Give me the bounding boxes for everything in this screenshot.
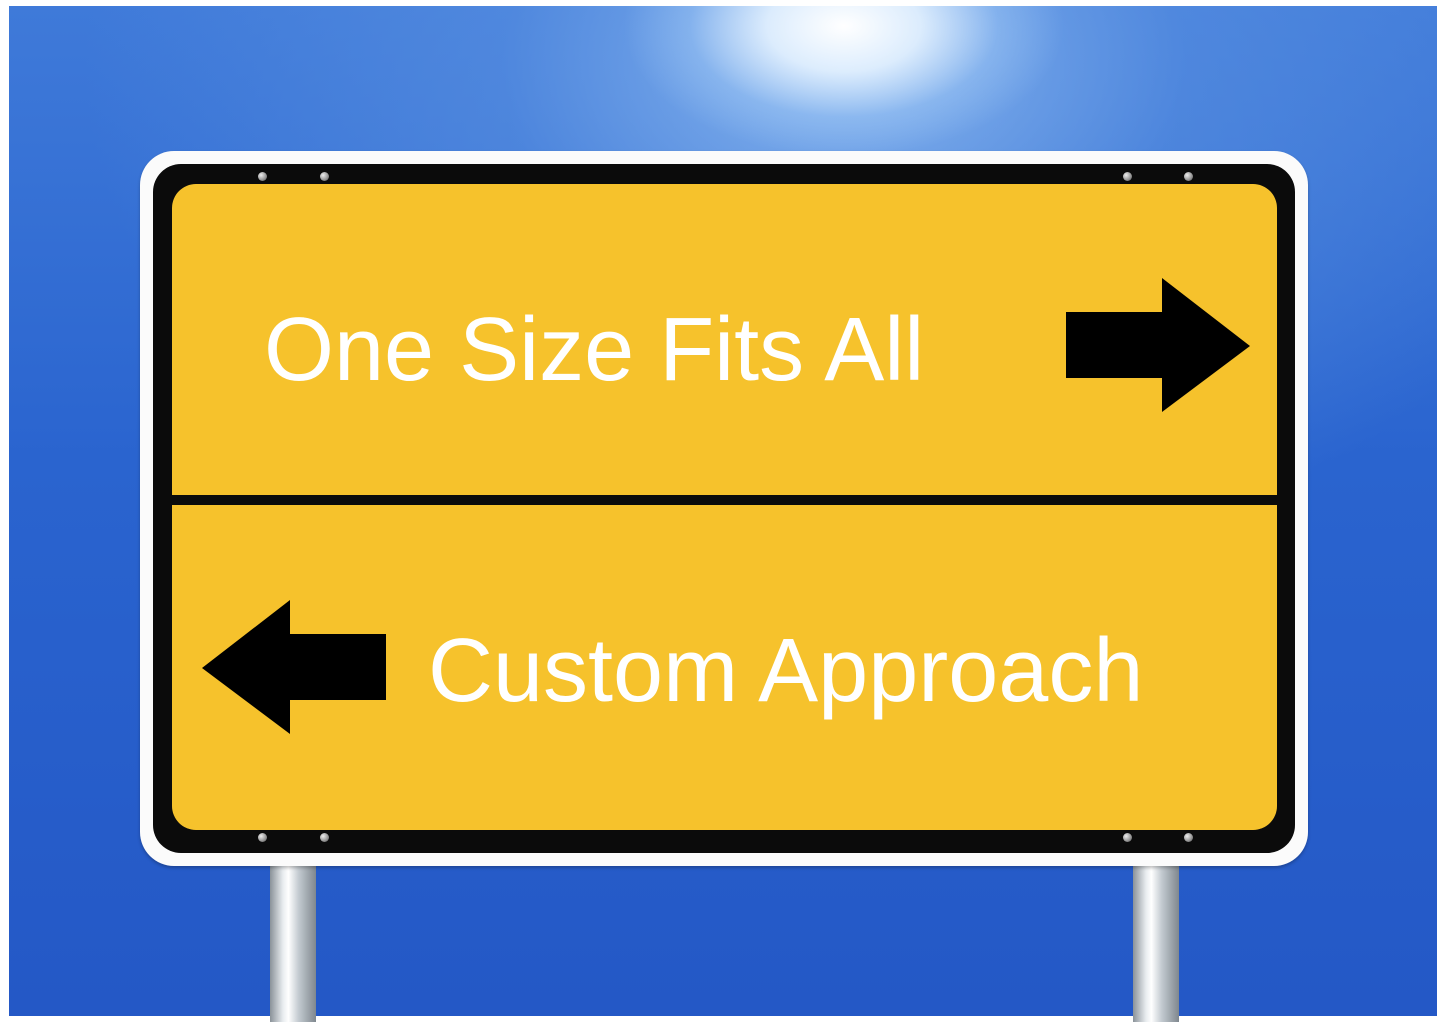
sign-label-top: One Size Fits All	[264, 300, 925, 400]
bolt-icon	[1123, 833, 1132, 842]
arrow-left-icon	[202, 600, 386, 734]
road-sign-face	[172, 184, 1277, 830]
bolt-icon	[258, 833, 267, 842]
bolt-icon	[1184, 172, 1193, 181]
sign-divider	[172, 495, 1277, 505]
arrow-right-icon	[1066, 278, 1250, 412]
bolt-icon	[320, 172, 329, 181]
sign-label-bottom: Custom Approach	[428, 621, 1144, 721]
sign-pole-left	[270, 862, 316, 1022]
bolt-icon	[320, 833, 329, 842]
sign-pole-right	[1133, 862, 1179, 1022]
bolt-icon	[1123, 172, 1132, 181]
bolt-icon	[1184, 833, 1193, 842]
bolt-icon	[258, 172, 267, 181]
